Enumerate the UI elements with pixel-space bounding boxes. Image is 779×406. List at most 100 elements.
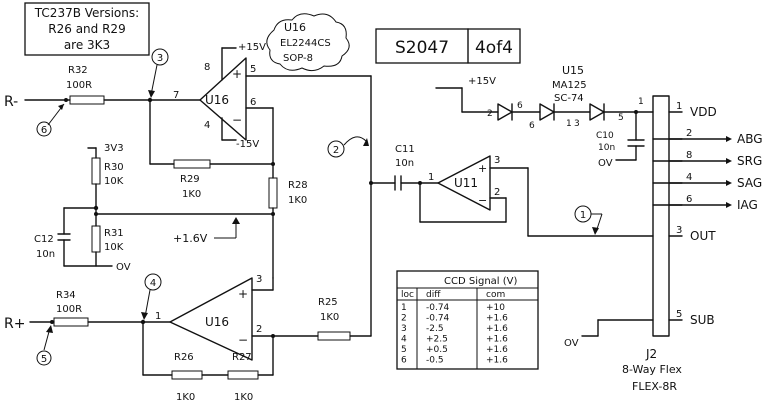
ccd-table-cell: +1.6 [486, 335, 508, 345]
u15-pin-a: 2 [487, 109, 493, 119]
svg-text:−: − [478, 194, 487, 207]
ccd-table-cell: -2.5 [426, 324, 444, 334]
r31-value: 10K [104, 242, 124, 253]
callout-6: 6 [41, 125, 47, 136]
u16-note-cloud: U16 EL2244CS SOP-8 [266, 13, 350, 72]
resistor-r28: R28 1K0 [268, 177, 308, 279]
j2-pin-number: 3 [676, 225, 682, 236]
svg-text:+: + [238, 287, 248, 301]
callout-2: 2 [333, 145, 339, 156]
r29-value: 1K0 [182, 189, 201, 200]
c12-value: 10n [36, 249, 55, 260]
u16-top-name: U16 [205, 93, 229, 107]
j2-pin-label: SAG [737, 176, 762, 190]
u15-pin-f: 5 [618, 113, 624, 123]
j2-part: FLEX-8R [632, 380, 677, 393]
callout-3: 3 [157, 53, 163, 64]
c11-name: C11 [395, 144, 415, 155]
rail-ov-c10: OV [598, 158, 613, 169]
u16-top-supply-neg: -15V [236, 139, 259, 150]
u16-bottom-pin-out: 1 [155, 311, 161, 322]
version-note-line2: R26 and R29 [48, 22, 125, 36]
r32-name: R32 [68, 65, 88, 76]
sheet-page: 4of4 [475, 38, 513, 58]
ccd-table-cell: +2.5 [426, 335, 448, 345]
rail-ov-sub: OV [564, 338, 579, 349]
ccd-table-cell: 1 [401, 303, 407, 313]
u16-top-pin-vminus: 4 [204, 120, 210, 131]
j2-pin-label: ABG [737, 132, 763, 146]
u11-pin-in-plus: 3 [494, 155, 500, 166]
u15-pin-c: 6 [529, 121, 535, 131]
c12-name: C12 [34, 234, 54, 245]
j2-type: 8-Way Flex [622, 363, 682, 376]
ccd-table-cell: 4 [401, 335, 407, 345]
r30-name: R30 [104, 162, 124, 173]
u16-bottom-pin-in-minus: 2 [256, 324, 262, 335]
capacitor-c10: C10 10n OV [596, 111, 645, 169]
u16-top-supply-pos: +15V [238, 42, 266, 53]
u15-pin-e: 3 [574, 119, 580, 129]
port-r-plus: R+ [4, 316, 25, 332]
r28-name: R28 [288, 180, 308, 191]
opamp-u16-bottom: U16 + − 3 2 1 [155, 274, 372, 376]
u15-pkg: SC-74 [554, 93, 584, 104]
version-note-line1: TC237B Versions: [34, 6, 139, 20]
callout-1: 1 [580, 210, 586, 221]
u15-part: MA125 [552, 80, 587, 91]
j2-pin-number: 2 [686, 128, 692, 139]
sheet-title-block: S2047 4of4 [375, 28, 521, 64]
u15-pin-g: 1 [638, 97, 644, 107]
j2-pin-arrow [726, 202, 732, 208]
u16-note-line2: EL2244CS [280, 38, 331, 49]
svg-text:+: + [232, 67, 242, 81]
c10-name: C10 [596, 131, 614, 141]
u16-bottom-name: U16 [205, 315, 229, 329]
opamp-u16-top: 7 U16 + − 5 6 8 +15V 4 -15V [147, 42, 372, 179]
u16-top-pin-in-minus: 6 [250, 97, 256, 108]
version-note: TC237B Versions: R26 and R29 are 3K3 [24, 2, 150, 56]
ccd-table-cell: 3 [401, 324, 407, 334]
ccd-table-cell: 6 [401, 356, 407, 366]
j2-pin-number: 4 [686, 172, 692, 183]
r25-name: R25 [318, 297, 338, 308]
resistor-r29: R29 1K0 [173, 159, 211, 200]
ccd-table-cell: +1.6 [486, 324, 508, 334]
j2-pin-arrow [726, 136, 732, 142]
r32-value: 100R [66, 80, 92, 91]
resistor-r25: R25 1K0 [317, 297, 351, 341]
version-note-line3: are 3K3 [64, 38, 110, 52]
r-plus-input: R+ 5 4 [4, 273, 171, 366]
callout-4: 4 [150, 278, 156, 289]
callout-3-marker: 3 [148, 48, 169, 98]
u11-pin-out: 1 [428, 172, 434, 183]
j2-pin-label: SRG [737, 154, 762, 168]
ccd-table-cell: +1.6 [486, 314, 508, 324]
ccd-table-cell: 2 [401, 314, 407, 324]
j2-pin-number: 5 [676, 309, 682, 320]
rail-15v-diode: +15V [468, 76, 496, 87]
u16-top-pin-in-plus: 5 [250, 64, 256, 75]
rail-3v3: 3V3 [104, 143, 124, 154]
u16-note-line1: U16 [284, 21, 306, 34]
rail-1v6: +1.6V [173, 232, 208, 245]
r27-name: R27 [232, 352, 252, 363]
port-r-minus: R- [4, 94, 18, 110]
u16-bottom-pin-in-plus: 3 [256, 274, 262, 285]
j2-pin-number: 8 [686, 150, 692, 161]
r27-value: 1K0 [234, 392, 253, 403]
ccd-table-cell: -0.5 [426, 356, 444, 366]
opamp-u11: 1 U11 + − 2 3 1 [418, 155, 654, 237]
j2-pin-number: 6 [686, 194, 692, 205]
r-minus-input: R- 6 [4, 94, 71, 137]
u16-top-pin-vplus: 8 [204, 62, 210, 73]
j2-pin-arrow [726, 158, 732, 164]
j2-pin-label: VDD [690, 105, 717, 119]
r31-name: R31 [104, 228, 124, 239]
svg-text:−: − [232, 113, 242, 127]
divider-network: 3V3 OV R30 10K R31 10K C12 10n +1.6V [34, 143, 275, 273]
j2-pin-arrow [726, 180, 732, 186]
